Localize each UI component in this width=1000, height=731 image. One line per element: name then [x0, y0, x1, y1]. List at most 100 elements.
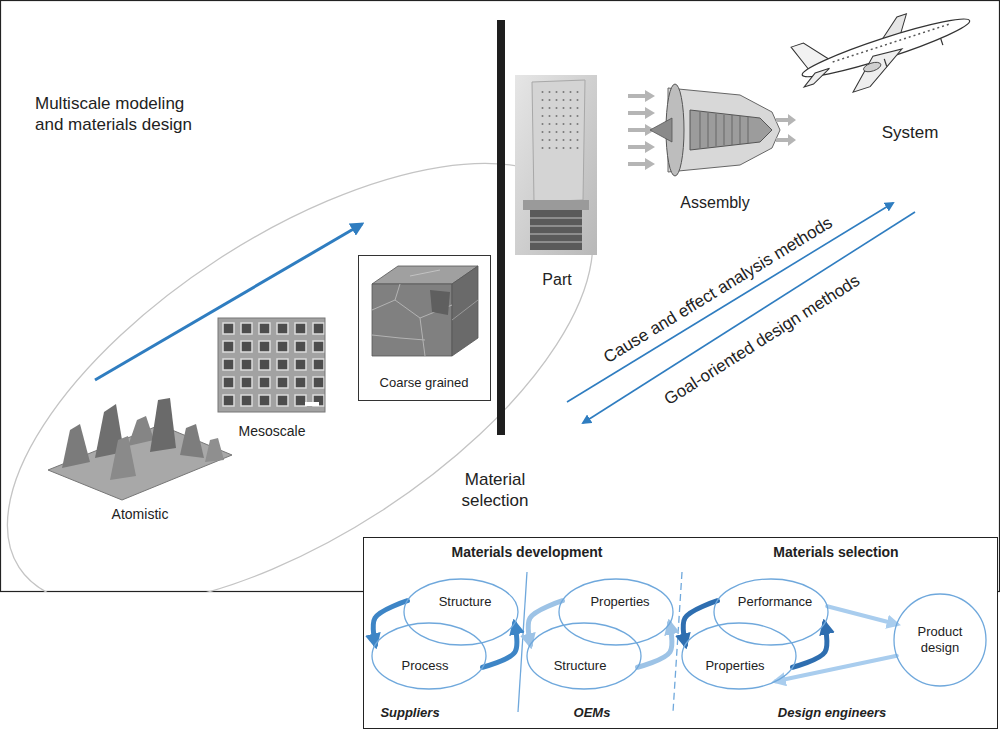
- atomistic-image: [62, 424, 90, 468]
- engine-image: [740, 116, 741, 144]
- panel-heading: Materials development: [452, 544, 603, 562]
- airplane-image: [884, 59, 886, 67]
- outer-frame: [1, 1, 1000, 592]
- cycle-arrow: [683, 601, 717, 645]
- section-label: Material selection: [449, 469, 541, 512]
- mesoscale-image: [218, 318, 325, 412]
- arrow-label: Goal-oriented design methods: [660, 270, 864, 410]
- scale-region: [0, 77, 663, 592]
- atomistic-image: [110, 436, 136, 480]
- engine-image: [776, 134, 796, 146]
- coarse-grained-image: [359, 256, 491, 401]
- loop-ellipse: Properties: [681, 622, 797, 690]
- engine-image: [628, 158, 655, 170]
- engine-image: [748, 117, 749, 143]
- part-image: [515, 75, 597, 255]
- level-label: Part: [542, 270, 571, 290]
- engine-image: [668, 88, 780, 172]
- scale-region: [0, 77, 663, 592]
- atomistic-image: [150, 398, 176, 452]
- airplane-image: [799, 11, 973, 84]
- engine-image: [724, 115, 725, 145]
- level-label: Assembly: [680, 193, 749, 213]
- part-image: [530, 225, 582, 227]
- part-image: [530, 217, 582, 219]
- engine-image: [716, 114, 717, 146]
- role-label: OEMs: [574, 705, 611, 721]
- coarse-grained-image: [452, 266, 478, 356]
- cycle-arrow: [528, 601, 562, 645]
- coarse-grained-image: [430, 290, 450, 315]
- loop-ellipse: Properties: [558, 578, 674, 646]
- part-image: [523, 200, 589, 210]
- panel-heading: Materials selection: [773, 544, 898, 562]
- node-text: Process: [402, 658, 449, 674]
- engine-image: [700, 112, 701, 148]
- diagram-heading: Multiscale modeling and materials design: [35, 93, 205, 136]
- loop-ellipse-outline: [714, 579, 828, 645]
- inset-panel: [364, 538, 998, 729]
- scale-label: Coarse grained: [380, 375, 469, 391]
- atomistic-image: [205, 438, 224, 462]
- cycle-arrow: [483, 623, 517, 667]
- loop-ellipse: Structure: [526, 622, 642, 690]
- level-label: System: [882, 122, 939, 143]
- engine-image: [628, 141, 655, 153]
- part-image: [530, 210, 582, 250]
- loop-ellipse-outline: [527, 623, 641, 689]
- coarse-grained-image: [410, 270, 440, 276]
- loop-ellipse-outline: [372, 623, 486, 689]
- mesoscale-image: [305, 402, 319, 406]
- coarse-grained-image: [359, 256, 491, 401]
- part-image: [530, 233, 582, 235]
- exchange-arrow: [827, 606, 897, 624]
- engine-image: [776, 114, 796, 126]
- part-image: [515, 75, 597, 255]
- coarse-grained-image: [395, 284, 400, 300]
- coarse-grained-image: [420, 318, 425, 356]
- engine-image: [628, 84, 796, 176]
- loop-ellipse: Performance: [713, 578, 829, 646]
- engine-image: [628, 90, 655, 102]
- product-circle: Product design: [893, 593, 987, 687]
- node-text: Properties: [705, 658, 764, 674]
- inset-panel: [518, 572, 527, 712]
- engine-image: [650, 118, 672, 142]
- loop-ellipse-outline: [371, 622, 487, 690]
- node-text: Product design: [905, 624, 975, 655]
- mesoscale-image: [218, 318, 325, 412]
- loop-ellipse-outline: [682, 623, 796, 689]
- atomistic-image: [128, 416, 154, 446]
- airplane-image: [801, 68, 833, 87]
- coarse-grained-image: [372, 335, 425, 340]
- inset-panel: [673, 572, 682, 712]
- divider-bar: [497, 20, 505, 435]
- atomistic-image: [180, 424, 204, 458]
- airplane-image: [833, 23, 952, 62]
- coarse-grained-image: [372, 284, 452, 356]
- scale-label: Atomistic: [112, 506, 169, 524]
- design-arrow: [583, 212, 915, 423]
- atomistic-image: [48, 398, 232, 500]
- airplane-image: [844, 47, 910, 92]
- airplane-image: [791, 0, 979, 106]
- cycle-arrow: [638, 623, 672, 667]
- airplane-image: [862, 60, 882, 73]
- cycle-arrow: [793, 623, 827, 667]
- loop-ellipse: Structure: [403, 578, 519, 646]
- node-text: Structure: [554, 658, 607, 674]
- node-text: Performance: [738, 594, 812, 610]
- arrow-label: Cause and effect analysis methods: [600, 212, 837, 368]
- engine-image: [732, 115, 733, 145]
- loop-ellipse-outline: [558, 578, 674, 646]
- loop-ellipse-outline: [713, 578, 829, 646]
- coarse-grained-image: [452, 300, 478, 320]
- node-text: Properties: [590, 594, 649, 610]
- role-label: Design engineers: [778, 705, 886, 721]
- part-image: [530, 241, 582, 243]
- cycle-arrow: [373, 601, 407, 645]
- part-image: [532, 80, 585, 202]
- product-circle-outline: [894, 594, 986, 686]
- loop-ellipse-outline: [403, 578, 519, 646]
